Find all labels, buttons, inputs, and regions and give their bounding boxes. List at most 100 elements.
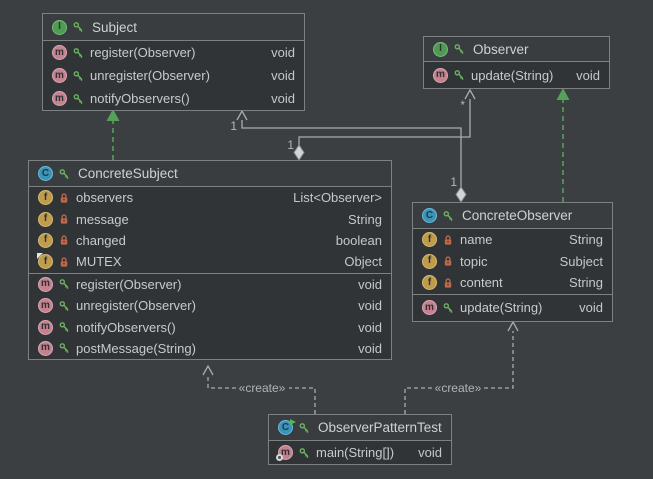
method-row-notifyobservers[interactable]: m notifyObservers() void	[43, 87, 304, 110]
public-key-icon	[73, 93, 83, 104]
member-type: void	[358, 276, 382, 292]
member-type: void	[271, 45, 295, 60]
method-icon: m	[38, 276, 53, 292]
edge-realization-concretesubject-subject[interactable]	[106, 109, 120, 160]
field-row-message[interactable]: f message String	[29, 208, 391, 229]
public-key-icon	[299, 422, 309, 433]
method-icon: m	[52, 68, 67, 83]
member-type: Object	[344, 254, 382, 270]
edge-association-concreteobserver-subject[interactable]: 1 1	[230, 109, 467, 203]
multiplicity-label: *	[460, 98, 465, 112]
method-row-main[interactable]: m main(String[]) void	[269, 441, 451, 464]
private-lock-icon	[60, 235, 68, 246]
edge-create-test-concretesubject[interactable]: «create»	[202, 364, 316, 414]
field-icon: f	[422, 253, 437, 269]
member-name: unregister(Observer)	[76, 298, 196, 314]
class-name: ConcreteSubject	[78, 166, 178, 181]
static-field-icon: f	[37, 253, 53, 270]
member-type: void	[358, 298, 382, 314]
member-name: changed	[76, 232, 126, 248]
member-type: void	[271, 68, 295, 83]
edge-association-concretesubject-observer[interactable]: 1 *	[287, 88, 476, 161]
member-name: postMessage(String)	[76, 340, 196, 356]
field-row-changed[interactable]: f changed boolean	[29, 230, 391, 251]
multiplicity-label: 1	[230, 119, 237, 133]
class-header-subject[interactable]: I Subject	[43, 14, 304, 41]
member-name: MUTEX	[76, 254, 122, 270]
class-header-concretesubject[interactable]: C ConcreteSubject	[29, 161, 391, 187]
member-name: topic	[460, 253, 488, 269]
public-key-icon	[443, 302, 453, 313]
field-row-name[interactable]: f name String	[413, 229, 612, 251]
edge-create-test-concreteobserver[interactable]: «create»	[404, 320, 519, 414]
class-box-subject[interactable]: I Subject m register(Observer) void m un…	[42, 13, 305, 111]
class-header-concreteobserver[interactable]: C ConcreteObserver	[413, 203, 612, 229]
method-icon: m	[422, 300, 437, 315]
interface-icon: I	[433, 41, 448, 57]
field-row-mutex[interactable]: f MUTEX Object	[29, 251, 391, 272]
method-row-unregister[interactable]: m unregister(Observer) void	[43, 64, 304, 87]
method-row-register[interactable]: m register(Observer) void	[29, 274, 391, 295]
member-type: List<Observer>	[293, 190, 382, 206]
member-name: name	[460, 232, 493, 248]
member-type: Subject	[559, 253, 603, 269]
class-box-concreteobserver[interactable]: C ConcreteObserver f name String f topic…	[412, 202, 613, 322]
public-key-icon	[73, 70, 83, 81]
public-key-icon	[59, 279, 69, 290]
class-box-observer[interactable]: I Observer m update(String) void	[423, 36, 610, 89]
private-lock-icon	[60, 214, 68, 225]
class-header-observerpatterntest[interactable]: C ObserverPatternTest	[269, 415, 451, 441]
method-row-update[interactable]: m update(String) void	[413, 295, 612, 321]
private-lock-icon	[60, 257, 68, 268]
member-type: void	[576, 67, 600, 83]
method-row-update[interactable]: m update(String) void	[424, 62, 609, 88]
class-name: Subject	[92, 19, 138, 35]
private-lock-icon	[444, 278, 452, 288]
member-name: notifyObservers()	[76, 319, 176, 335]
method-icon: m	[52, 91, 67, 106]
member-name: update(String)	[471, 67, 554, 83]
class-box-concretesubject[interactable]: C ConcreteSubject f observers List<Obser…	[28, 160, 392, 361]
field-row-content[interactable]: f content String	[413, 272, 612, 294]
public-key-icon	[59, 343, 69, 354]
edge-realization-concreteobserver-observer[interactable]	[556, 88, 570, 202]
field-row-topic[interactable]: f topic Subject	[413, 251, 612, 273]
method-icon: m	[433, 67, 448, 83]
member-type: String	[348, 211, 382, 227]
member-type: boolean	[335, 232, 382, 248]
member-name: register(Observer)	[76, 276, 182, 292]
class-name: ConcreteObserver	[462, 208, 573, 223]
field-icon: f	[422, 275, 437, 291]
stereotype-label: «create»	[435, 381, 482, 395]
private-lock-icon	[444, 256, 452, 267]
member-type: void	[358, 319, 382, 335]
run-marker-icon	[290, 419, 296, 425]
public-key-icon	[443, 210, 453, 221]
member-name: register(Observer)	[90, 45, 196, 60]
member-name: content	[460, 275, 503, 291]
public-key-icon	[59, 168, 69, 179]
member-type: void	[418, 445, 442, 460]
method-row-unregister[interactable]: m unregister(Observer) void	[29, 295, 391, 316]
method-row-register[interactable]: m register(Observer) void	[43, 41, 304, 64]
class-box-observerpatterntest[interactable]: C ObserverPatternTest m main(String[]) v…	[268, 414, 452, 465]
field-icon: f	[38, 190, 53, 206]
class-name: ObserverPatternTest	[318, 420, 442, 435]
class-icon: C	[38, 166, 53, 181]
method-icon: m	[52, 45, 67, 60]
method-icon: m	[38, 340, 53, 356]
public-key-icon	[299, 447, 309, 458]
interface-icon: I	[52, 19, 67, 35]
member-name: observers	[76, 190, 134, 206]
field-row-observers[interactable]: f observers List<Observer>	[29, 187, 391, 208]
runnable-class-icon: C	[278, 419, 296, 435]
method-row-notifyobservers[interactable]: m notifyObservers() void	[29, 316, 391, 337]
class-header-observer[interactable]: I Observer	[424, 37, 609, 62]
member-name: message	[76, 211, 129, 227]
method-row-postmessage[interactable]: m postMessage(String) void	[29, 338, 391, 359]
member-type: String	[569, 232, 603, 248]
member-type: void	[579, 300, 603, 315]
member-name: unregister(Observer)	[90, 68, 210, 83]
